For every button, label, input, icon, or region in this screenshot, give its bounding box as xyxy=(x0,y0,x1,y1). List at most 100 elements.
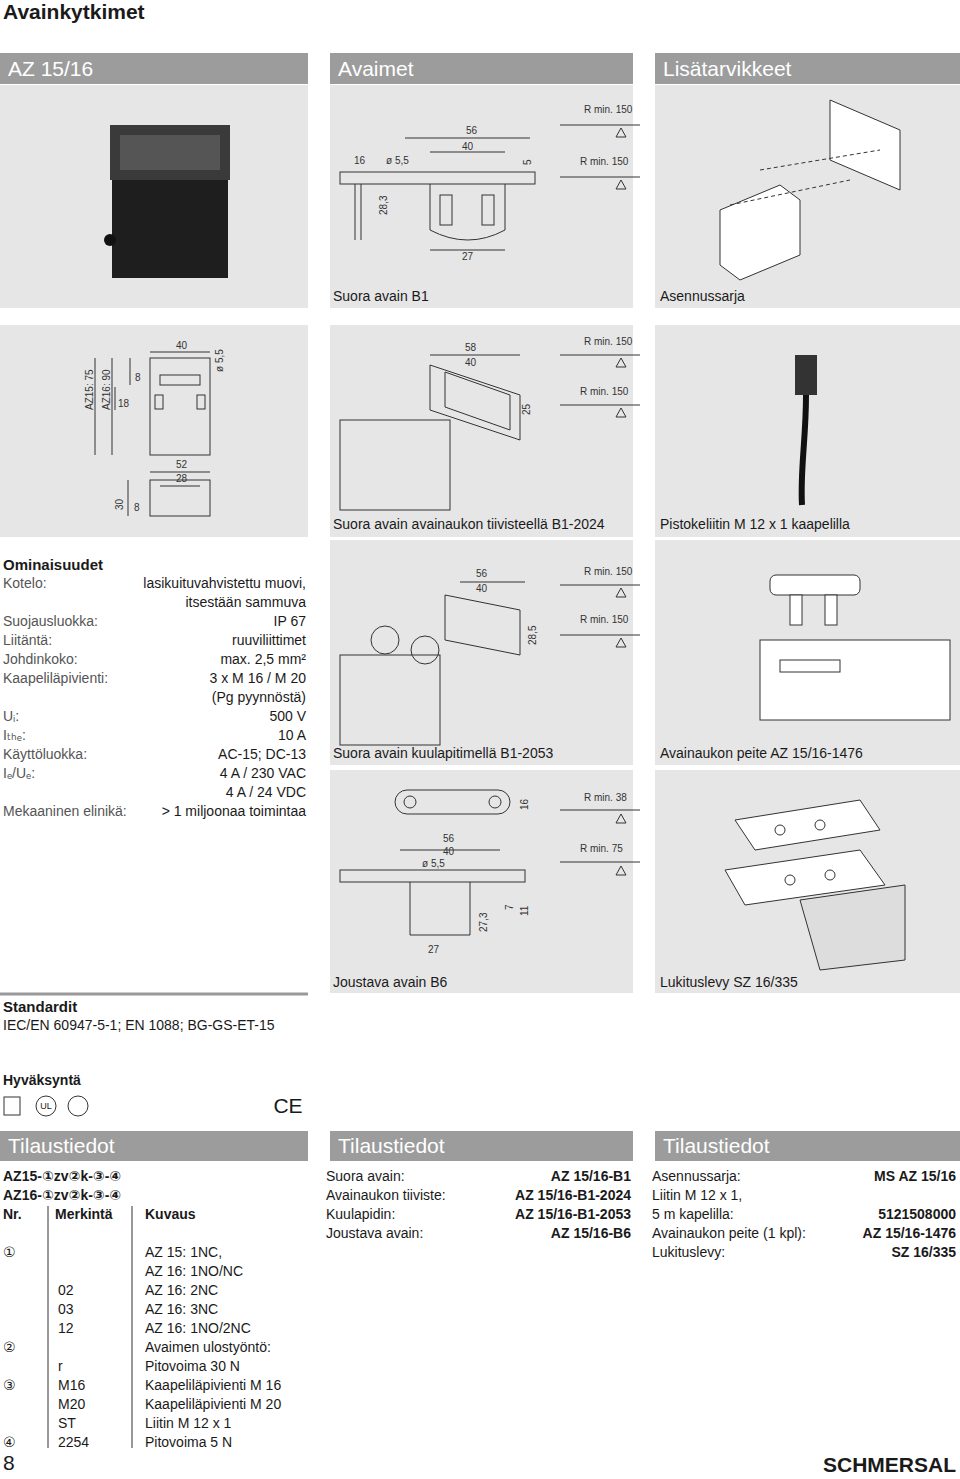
dimension-label: 40 xyxy=(443,846,454,858)
text-label: Pitovoima 30 N xyxy=(145,1358,240,1375)
switch-drawing xyxy=(95,352,210,516)
text-label: 2254 xyxy=(58,1434,89,1451)
text-label: SCHMERSAL xyxy=(823,1452,956,1477)
text-label: itsestään sammuva xyxy=(185,594,306,611)
text-label: 03 xyxy=(58,1301,74,1318)
text-label: 500 V xyxy=(269,708,306,725)
text-label: Liitin M 12 x 1 xyxy=(145,1415,231,1432)
text-label: ST xyxy=(58,1415,76,1432)
panels xyxy=(0,85,960,993)
text-label: Avainaukon peite (1 kpl): xyxy=(652,1225,806,1242)
text-label: AZ 15/16-B6 xyxy=(551,1225,631,1242)
flexible-key-drawing xyxy=(340,790,640,935)
text-label: Liitäntä: xyxy=(3,632,52,649)
text-label: Mekaaninen elinikä: xyxy=(3,803,127,820)
text-label: Joustava avain: xyxy=(326,1225,423,1242)
text-label: Liitin M 12 x 1, xyxy=(652,1187,742,1204)
dimension-label: 25 xyxy=(521,404,533,415)
text-label: M16 xyxy=(58,1377,85,1394)
key-ball-drawing xyxy=(340,582,640,745)
dimension-label: ø 5,5 xyxy=(386,155,409,167)
dimension-label: 18 xyxy=(118,398,129,410)
header-text: Avaimet xyxy=(338,57,413,81)
dimension-label: 27 xyxy=(462,251,473,263)
text-label: 5 m kapelilla: xyxy=(652,1206,734,1223)
text-label: CE xyxy=(273,1093,302,1118)
header-text: Tilaustiedot xyxy=(338,1134,445,1158)
dimension-label: AZ15: 75 xyxy=(84,369,96,410)
dimension-label: 27,3 xyxy=(478,913,490,932)
dimension-label: 56 xyxy=(466,125,477,137)
text-label: 4 A / 24 VDC xyxy=(226,784,306,801)
text-label: ② xyxy=(3,1339,16,1356)
dimension-label: ø 5,5 xyxy=(422,858,445,870)
text-label: Asennussarja: xyxy=(652,1168,741,1185)
text-label: Iₑ/Uₑ: xyxy=(3,765,35,782)
dimension-label: ø 5,5 xyxy=(214,349,226,372)
section-header: Avaimet xyxy=(330,53,633,84)
text-label: IP 67 xyxy=(274,613,306,630)
header-text: Lisätarvikkeet xyxy=(663,57,791,81)
text-label: Uᵢ: xyxy=(3,708,19,725)
text-label: ③ xyxy=(3,1377,16,1394)
text-label: Merkintä xyxy=(55,1206,113,1223)
section-header: AZ 15/16 xyxy=(0,53,308,84)
approval-marks xyxy=(4,1096,88,1116)
dimension-label: 28,3 xyxy=(378,196,390,215)
text-label: Kaapeliläpivienti: xyxy=(3,670,108,687)
text-label: IEC/EN 60947-5-1; EN 1088; BG-GS-ET-15 xyxy=(3,1017,275,1034)
text-label: Kaapeliläpivienti M 16 xyxy=(145,1377,281,1394)
header-text: Tilaustiedot xyxy=(663,1134,770,1158)
text-label: AC-15; DC-13 xyxy=(218,746,306,763)
dimension-label: 28 xyxy=(176,473,187,485)
text-label: > 1 miljoonaa toimintaa xyxy=(162,803,306,820)
text-label: SZ 16/335 xyxy=(891,1244,956,1261)
dimension-label: 8 xyxy=(134,502,140,514)
text-label: 8 xyxy=(3,1450,15,1475)
text-label: Joustava avain B6 xyxy=(333,974,447,991)
dimension-label: R min. 150 xyxy=(580,614,628,626)
text-label: UL xyxy=(40,1101,52,1112)
switch-photo xyxy=(104,125,230,278)
text-label: Johdinkoko: xyxy=(3,651,78,668)
dimension-label: 11 xyxy=(519,906,531,916)
text-label: AZ15-①zv②k-③-④ xyxy=(3,1168,121,1185)
dimension-label: R min. 150 xyxy=(584,566,632,578)
text-label: 4 A / 230 VAC xyxy=(220,765,306,782)
text-label: Avaimen ulostyöntö: xyxy=(145,1339,271,1356)
dimension-label: 40 xyxy=(465,357,476,369)
header-text: AZ 15/16 xyxy=(8,57,93,81)
text-label: Suora avain: xyxy=(326,1168,405,1185)
dimension-label: R min. 75 xyxy=(580,843,623,855)
text-label: AZ16-①zv②k-③-④ xyxy=(3,1187,121,1204)
text-label: 12 xyxy=(58,1320,74,1337)
section-header: Lisätarvikkeet xyxy=(655,53,960,84)
text-label: 10 A xyxy=(278,727,306,744)
text-label: AZ 15/16-B1-2024 xyxy=(515,1187,631,1204)
key-seal-drawing xyxy=(340,355,640,510)
dimension-label: 58 xyxy=(465,342,476,354)
dimension-label: 56 xyxy=(476,568,487,580)
header-text: Tilaustiedot xyxy=(8,1134,115,1158)
text-label: Käyttöluokka: xyxy=(3,746,87,763)
text-label: AZ 16: 3NC xyxy=(145,1301,218,1318)
dimension-label: R min. 150 xyxy=(580,156,628,168)
text-label: Pistokeliitin M 12 x 1 kaapelilla xyxy=(660,516,850,533)
text-label: 5121508000 xyxy=(878,1206,956,1223)
text-label: ① xyxy=(3,1244,16,1261)
text-label: Kotelo: xyxy=(3,575,47,592)
text-label: Pitovoima 5 N xyxy=(145,1434,232,1451)
text-label: ④ xyxy=(3,1434,16,1451)
text-label: Kaapeliläpivienti M 20 xyxy=(145,1396,281,1413)
mounting-kit xyxy=(720,100,900,280)
dimension-label: 28,5 xyxy=(527,626,539,645)
page-title: Avainkytkimet xyxy=(3,0,145,24)
dimension-label: R min. 150 xyxy=(584,336,632,348)
text-label: Lukituslevy: xyxy=(652,1244,725,1261)
text-label: AZ 16: 1NO/2NC xyxy=(145,1320,251,1337)
text-label: 3 x M 16 / M 20 xyxy=(210,670,306,687)
text-label: lasikuituvahvistettu muovi, xyxy=(143,575,306,592)
